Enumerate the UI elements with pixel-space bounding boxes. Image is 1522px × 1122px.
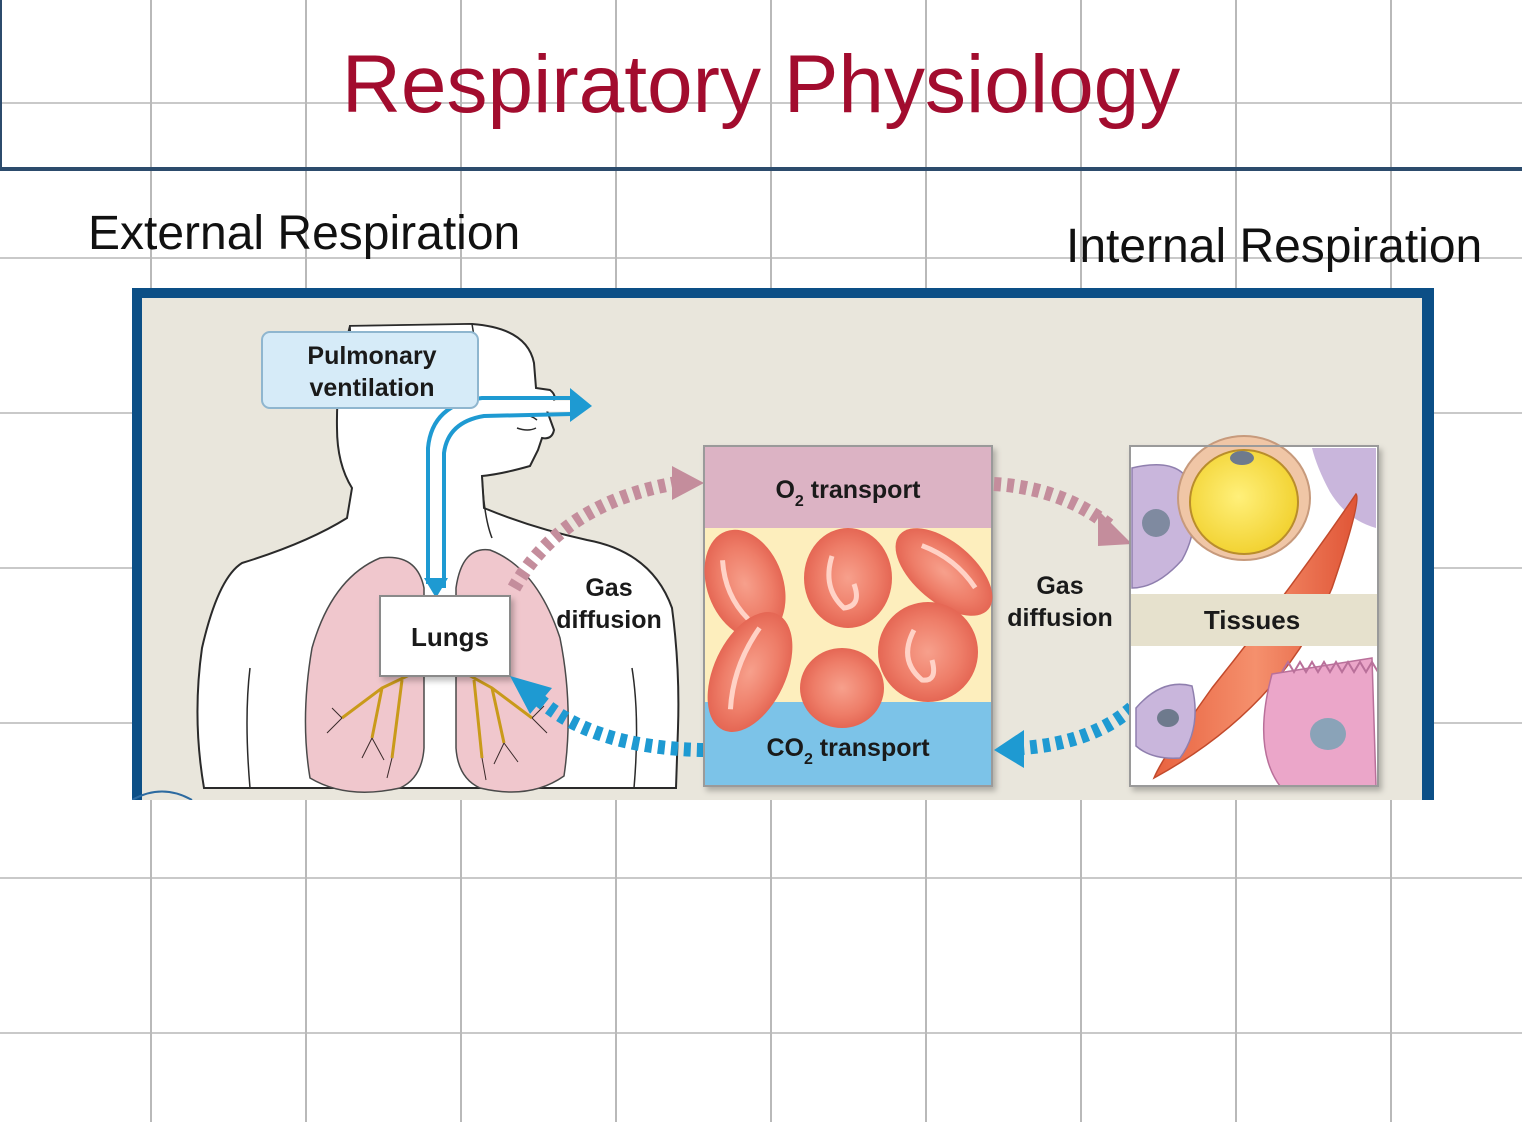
gas-diffusion-left-line1: Gas <box>585 574 632 602</box>
tissue-box: Tissues <box>1129 435 1379 787</box>
diagram-canvas: Pulmonary ventilation Lungs Gas diffusio… <box>132 288 1434 800</box>
tissues-band <box>1130 594 1378 646</box>
co2-arrow-left <box>510 676 705 757</box>
respiration-diagram: Pulmonary ventilation Lungs Gas diffusio… <box>132 288 1434 800</box>
pulmonary-label-line2: ventilation <box>309 374 434 402</box>
internal-respiration-label: Internal Respiration <box>1066 220 1483 273</box>
gas-diffusion-right-line1: Gas <box>1036 572 1083 600</box>
co2-arrow-right <box>994 702 1137 768</box>
emblem-fragment-icon <box>132 790 193 800</box>
header-left-border <box>0 0 2 168</box>
o2-transport-band <box>704 446 992 528</box>
o2-arrow-left <box>507 466 704 592</box>
tissue-cell-icon <box>1177 435 1311 561</box>
o2-transport-label: O2 transport <box>775 476 921 510</box>
red-blood-cell-icon <box>704 528 993 732</box>
lungs-box: Lungs <box>379 595 511 677</box>
header-divider <box>0 167 1522 171</box>
tissues-label: Tissues <box>1204 605 1300 635</box>
o2-arrow-right <box>993 477 1132 546</box>
pulmonary-label-line1: Pulmonary <box>307 342 436 370</box>
co2-transport-label: CO2 transport <box>766 734 930 768</box>
external-respiration-label: External Respiration <box>88 207 521 260</box>
frame-bottom-left-cut <box>132 778 140 800</box>
gas-diffusion-left-line2: diffusion <box>556 606 662 634</box>
lungs-label: Lungs <box>411 622 489 652</box>
pulmonary-ventilation-box: Pulmonary ventilation <box>261 331 479 409</box>
slide-title: Respiratory Physiology <box>341 39 1181 130</box>
gas-diffusion-right-line2: diffusion <box>1007 604 1113 632</box>
